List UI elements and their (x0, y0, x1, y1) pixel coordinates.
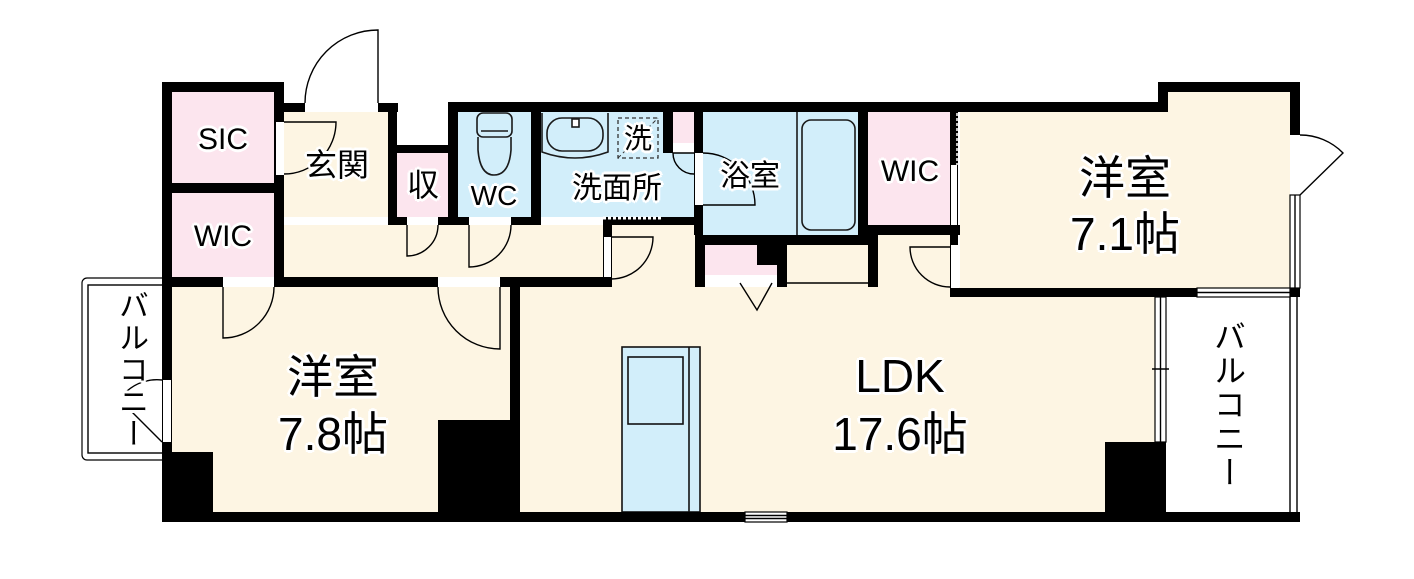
bathtub-icon (796, 112, 856, 235)
storage-door-icon (406, 224, 439, 257)
toilet-icon (476, 112, 513, 176)
ldk-floor (520, 287, 1160, 512)
storage-label: 収 (406, 167, 440, 203)
western-room-east-size: 7.1帖 (1070, 208, 1180, 260)
windows (744, 194, 1301, 523)
wash-basin-icon (541, 113, 609, 159)
bathroom-label: 浴室 (720, 160, 780, 193)
openings (163, 103, 1300, 442)
wic-right-floor (868, 112, 952, 225)
sic-label: SIC (197, 123, 249, 156)
western-room-east-floor (960, 112, 1290, 288)
washroom-floor (541, 112, 673, 218)
storage-floor (397, 153, 448, 217)
bathroom-door-icon (702, 152, 756, 206)
sic-floor (172, 92, 274, 183)
western-room-east-label: 洋室 (1079, 152, 1171, 204)
linen-storage-floor (673, 112, 694, 143)
balcony-east-label: バルコニー (1210, 320, 1246, 490)
pillar (162, 452, 213, 522)
bathroom-floor (703, 112, 858, 235)
wc-floor (458, 112, 531, 217)
western-room-west-size: 7.8帖 (278, 408, 388, 460)
pillar (438, 420, 510, 522)
wic-left-floor (172, 193, 274, 277)
west-room-door-2-icon (437, 286, 501, 350)
small-storage-door-icon (739, 282, 773, 312)
sic-door-icon (283, 121, 337, 175)
door-swings (125, 29, 1344, 443)
front-door-icon (304, 29, 379, 104)
ldk-size: 17.6帖 (832, 408, 968, 460)
west-room-door-1-icon (222, 286, 275, 339)
washroom-door-icon (610, 236, 654, 280)
balcony-west-label: バルコニー (114, 290, 147, 450)
ldk-label: LDK (855, 350, 945, 402)
west-balcony-door-icon (125, 379, 163, 443)
washer-space-icon (617, 117, 659, 159)
ldk-floor-upper (612, 225, 703, 287)
wic-right-label: WIC (880, 155, 940, 188)
floor-fills (172, 92, 1290, 512)
wc-label: WC (470, 180, 518, 211)
western-room-west-label: 洋室 (287, 351, 379, 403)
wic-left-label: WIC (193, 220, 253, 253)
hallway-floor (284, 225, 603, 277)
kitchen-counter-icon (621, 346, 701, 513)
entrance-label: 玄関 (304, 147, 370, 183)
east-room-balcony-door-icon (1299, 134, 1344, 196)
washroom-label: 洗面所 (572, 172, 662, 205)
east-room-door-icon (909, 246, 951, 288)
ldk-alcove-floor (787, 245, 868, 287)
washer-label: 洗 (623, 123, 653, 154)
wc-door-icon (468, 224, 512, 268)
pillar (1105, 442, 1166, 522)
balcony-east-outline (1165, 297, 1298, 512)
